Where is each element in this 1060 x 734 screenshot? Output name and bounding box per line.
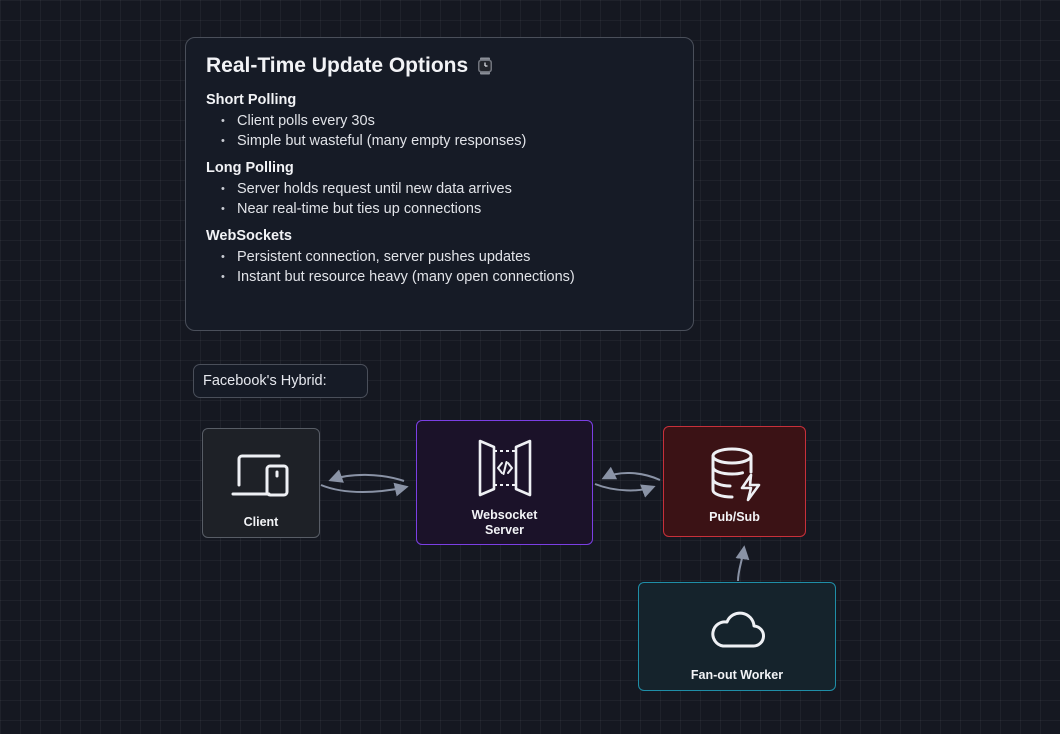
hybrid-label[interactable]: Facebook's Hybrid:	[193, 364, 368, 398]
websocket-server-label-line2: Server	[485, 523, 524, 537]
section-long-polling: Long Polling Server holds request until …	[206, 160, 673, 219]
api-gateway-icon	[478, 439, 531, 497]
websocket-server-label: Websocket Server	[472, 508, 538, 538]
bullet-item: Server holds request until new data arri…	[221, 179, 673, 199]
database-bolt-icon	[711, 447, 760, 502]
pubsub-to-ws-arrow	[601, 466, 661, 481]
fanout-worker-label: Fan-out Worker	[690, 668, 784, 682]
real-time-options-panel: Real-Time Update Options Short Polling C…	[185, 37, 694, 331]
fanout-worker-node[interactable]: Fan-out Worker	[638, 582, 836, 691]
client-label: Client	[243, 515, 279, 529]
bullet-item: Instant but resource heavy (many open co…	[221, 267, 673, 287]
bullet-item: Simple but wasteful (many empty response…	[221, 131, 673, 151]
websocket-server-node[interactable]: Websocket Server	[416, 420, 593, 545]
ws-to-pubsub-arrow	[594, 483, 656, 498]
fanout-to-pubsub-arrow	[735, 545, 750, 582]
devices-icon	[231, 454, 289, 497]
cloud-icon	[711, 611, 765, 648]
bullet-list: Client polls every 30s Simple but wastef…	[206, 111, 673, 151]
bullet-item: Client polls every 30s	[221, 111, 673, 131]
pubsub-label: Pub/Sub	[709, 510, 760, 524]
section-heading: WebSockets	[206, 228, 292, 244]
websocket-server-label-line1: Websocket	[471, 508, 538, 522]
section-heading: Long Polling	[206, 160, 294, 176]
panel-title: Real-Time Update Options	[206, 54, 673, 78]
panel-title-text: Real-Time Update Options	[206, 54, 469, 77]
section-websockets: WebSockets Persistent connection, server…	[206, 228, 673, 287]
bullet-item: Persistent connection, server pushes upd…	[221, 247, 673, 267]
section-heading: Short Polling	[206, 92, 297, 108]
section-short-polling: Short Polling Client polls every 30s Sim…	[206, 92, 673, 151]
bullet-list: Server holds request until new data arri…	[206, 179, 673, 219]
bullet-list: Persistent connection, server pushes upd…	[206, 247, 673, 287]
client-node[interactable]: Client	[202, 428, 320, 538]
bullet-item: Near real-time but ties up connections	[221, 199, 673, 219]
ws-to-client-arrow	[328, 469, 405, 483]
watch-icon	[478, 57, 493, 75]
client-to-ws-arrow	[320, 482, 409, 497]
pubsub-node[interactable]: Pub/Sub	[663, 426, 806, 537]
